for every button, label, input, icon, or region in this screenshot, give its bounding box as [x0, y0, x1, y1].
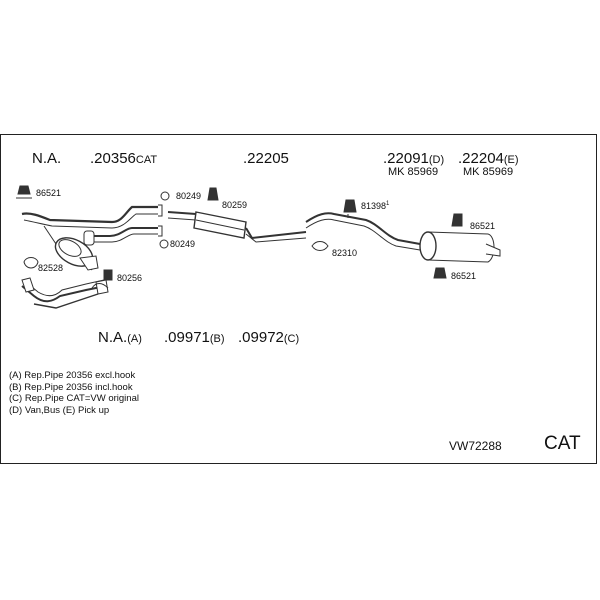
part-22204-number: .22204	[458, 150, 504, 167]
part-22091-sub: MK 85969	[388, 166, 439, 178]
part-22091: .22091(D)	[383, 151, 444, 166]
note-b: (B) Rep.Pipe 20356 incl.hook	[9, 381, 133, 393]
part-82310: 82310	[332, 248, 358, 258]
middle-silencer-drawing	[167, 211, 307, 243]
part-86521-a: 86521	[36, 188, 62, 198]
option-na-text: N.A.	[98, 329, 128, 346]
diagram-code: VW72288	[449, 439, 502, 453]
part-80249-a: 80249	[176, 191, 202, 201]
part-22091-suffix: (D)	[428, 154, 445, 166]
part-09971-suffix: (B)	[209, 333, 225, 345]
part-09972-number: .09972	[238, 329, 284, 346]
note-a: (A) Rep.Pipe 20356 excl.hook	[9, 370, 136, 381]
option-na-suffix: (A)	[127, 333, 142, 345]
part-09971: .09971(B)	[164, 330, 225, 345]
part-22204: .22204(E)	[458, 151, 519, 166]
catalytic-converter-drawing	[43, 225, 99, 271]
part-20356-number: .20356	[90, 150, 136, 167]
part-22204-suffix: (E)	[503, 154, 519, 166]
diagram-frame	[0, 134, 597, 464]
front-pipe-drawing	[21, 204, 163, 246]
hanger-shapes	[16, 185, 463, 281]
part-20356-suffix: CAT	[135, 154, 158, 166]
part-81398-number: 81398	[361, 201, 387, 211]
part-80256: 80256	[117, 273, 143, 283]
part-22204-sub: MK 85969	[463, 166, 514, 178]
part-22091-number: .22091	[383, 150, 429, 167]
part-81398: 813981	[361, 201, 389, 211]
part-09972-suffix: (C)	[283, 333, 300, 345]
part-22205: .22205	[243, 150, 289, 167]
part-80249-b: 80249	[170, 239, 196, 249]
part-81398-sup: 1	[386, 201, 390, 207]
part-86521-c: 86521	[451, 271, 477, 281]
part-20356: .20356CAT	[90, 151, 157, 166]
note-c: (C) Rep.Pipe CAT=VW original	[9, 393, 139, 405]
notes-block: (A) Rep.Pipe 20356 excl.hook (B) Rep.Pip…	[9, 370, 139, 416]
rear-silencer-drawing	[305, 212, 501, 263]
diagram-type: CAT	[544, 433, 581, 454]
note-d: (D) Van,Bus (E) Pick up	[9, 404, 110, 416]
part-09971-number: .09971	[164, 329, 210, 346]
label-na: N.A.	[32, 150, 62, 167]
part-09972: .09972(C)	[238, 330, 299, 345]
part-82528: 82528	[38, 263, 64, 273]
part-86521-b: 86521	[470, 221, 496, 231]
option-na: N.A.(A)	[98, 330, 142, 345]
part-80259: 80259	[222, 200, 248, 210]
downpipe-drawing	[21, 277, 109, 309]
